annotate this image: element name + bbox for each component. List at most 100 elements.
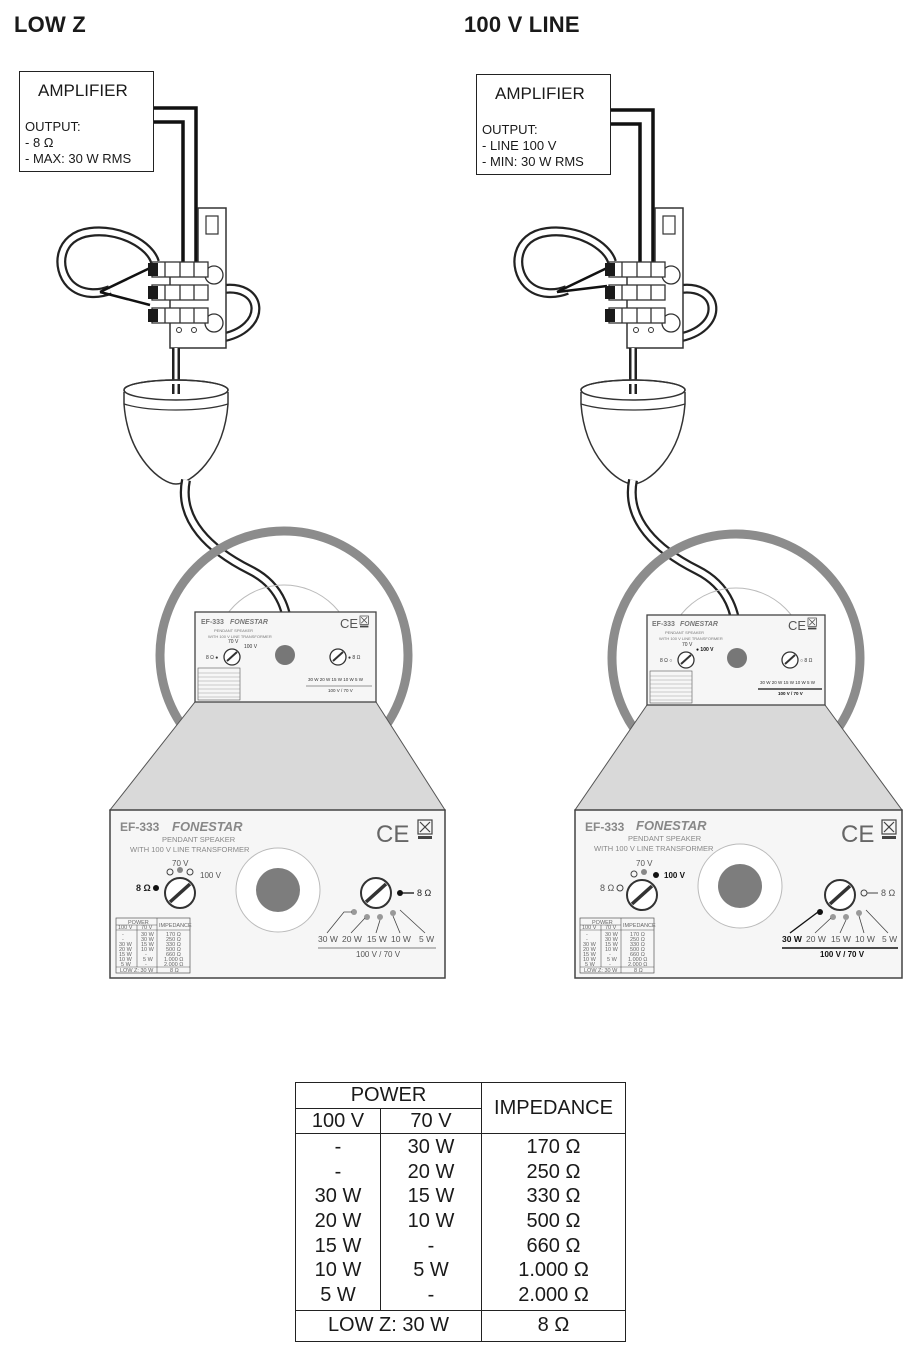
svg-text:EF-333: EF-333 xyxy=(652,621,675,628)
left-large-panel: EF-333 FONESTAR PENDANT SPEAKER WITH 100… xyxy=(115,819,436,974)
svg-text:250 Ω: 250 Ω xyxy=(166,937,181,943)
left-tap-10w: 10 W xyxy=(391,934,411,944)
svg-text:5 W: 5 W xyxy=(121,962,132,968)
left-panel-model: EF-333 xyxy=(120,820,160,834)
svg-text:5 W: 5 W xyxy=(143,957,154,963)
svg-text:15 W: 15 W xyxy=(583,952,597,958)
svg-text:8 Ω: 8 Ω xyxy=(634,968,643,974)
left-panel-ce-mark: CE xyxy=(376,821,409,848)
right-panel-brand: FONESTAR xyxy=(636,818,707,833)
svg-text:2.000 Ω: 2.000 Ω xyxy=(164,962,183,968)
right-large-panel: EF-333 FONESTAR PENDANT SPEAKER WITH 100… xyxy=(579,818,898,974)
svg-text:15 W: 15 W xyxy=(605,942,619,948)
cell-100v: 30 W xyxy=(314,1185,362,1208)
svg-text:WITH 100 V LINE TRANSFORMER: WITH 100 V LINE TRANSFORMER xyxy=(208,634,272,639)
left-panel-desc1: PENDANT SPEAKER xyxy=(162,835,236,844)
svg-text:-: - xyxy=(122,932,124,938)
left-tap-15w: 15 W xyxy=(367,934,387,944)
cell-70v: 15 W xyxy=(407,1185,455,1208)
svg-text:30 W: 30 W xyxy=(141,937,155,943)
svg-text:30 W: 30 W xyxy=(583,942,597,948)
right-mini-table: POWER 100 V 70 V IMPEDANCE - - 30 W 20 W… xyxy=(579,917,656,974)
svg-text:15 W: 15 W xyxy=(119,952,133,958)
right-panel-ce-mark: CE xyxy=(841,821,874,848)
svg-text:70 V: 70 V xyxy=(141,925,153,931)
amplifier-box-low-z: AMPLIFIER OUTPUT: - 8 Ω - MAX: 30 W RMS xyxy=(19,71,154,172)
heading-low-z: LOW Z xyxy=(14,12,86,37)
svg-text:8 Ω ●: 8 Ω ● xyxy=(206,655,218,661)
cell-70v: 30 W xyxy=(407,1136,455,1159)
svg-text:660 Ω: 660 Ω xyxy=(166,952,181,958)
header-power: POWER xyxy=(295,1081,482,1110)
svg-text:30 W: 30 W xyxy=(119,942,133,948)
svg-text:2.000 Ω: 2.000 Ω xyxy=(628,962,647,968)
amplifier-spec-impedance: - 8 Ω xyxy=(25,135,54,150)
svg-text:15 W: 15 W xyxy=(141,942,155,948)
svg-text:POWER: POWER xyxy=(128,920,149,926)
low-z-power-cell: LOW Z: 30 W xyxy=(295,1309,482,1343)
svg-text:FONESTAR: FONESTAR xyxy=(230,619,268,626)
svg-text:250 Ω: 250 Ω xyxy=(630,937,645,943)
cell-impedance: 330 Ω xyxy=(526,1185,581,1208)
svg-text:10 W: 10 W xyxy=(583,957,597,963)
wiring-diagram: EF-333 FONESTAR PENDANT SPEAKER WITH 100… xyxy=(56,106,903,979)
svg-text:LOW Z: 30 W: LOW Z: 30 W xyxy=(120,968,154,974)
cell-70v: - xyxy=(427,1283,435,1306)
cell-impedance: 170 Ω xyxy=(526,1136,581,1159)
svg-text:30 W 20 W 15 W 10 W 5 W: 30 W 20 W 15 W 10 W 5 W xyxy=(308,677,364,682)
right-panel-desc1: PENDANT SPEAKER xyxy=(628,834,702,843)
svg-text:FONESTAR: FONESTAR xyxy=(680,621,718,628)
svg-text:8 Ω: 8 Ω xyxy=(170,968,179,974)
svg-text:10 W: 10 W xyxy=(141,947,155,953)
cell-impedance: 250 Ω xyxy=(526,1160,581,1183)
svg-text:30 W: 30 W xyxy=(605,932,619,938)
amplifier-spec-line: - LINE 100 V xyxy=(482,138,557,153)
svg-text:70 V: 70 V xyxy=(228,639,239,645)
svg-text:IMPEDANCE: IMPEDANCE xyxy=(623,923,656,929)
left-panel-desc2: WITH 100 V LINE TRANSFORMER xyxy=(130,845,250,854)
cell-impedance: 2.000 Ω xyxy=(518,1283,589,1306)
svg-text:330 Ω: 330 Ω xyxy=(166,942,181,948)
svg-text:500 Ω: 500 Ω xyxy=(630,947,645,953)
svg-text:5 W: 5 W xyxy=(585,962,596,968)
svg-text:30 W 20 W 15 W 10 W 5 W: 30 W 20 W 15 W 10 W 5 W xyxy=(760,680,816,685)
svg-text:70 V: 70 V xyxy=(605,925,617,931)
svg-text:500 Ω: 500 Ω xyxy=(166,947,181,953)
svg-text:-: - xyxy=(145,952,147,958)
left-sel1-right: 100 V xyxy=(200,871,222,880)
svg-text:EF-333: EF-333 xyxy=(201,619,224,626)
svg-text:● 8 Ω: ● 8 Ω xyxy=(348,655,361,661)
svg-text:-: - xyxy=(586,937,588,943)
right-tap-10w: 10 W xyxy=(855,934,875,944)
column-100v: - - 30 W 20 W 15 W 10 W 5 W xyxy=(295,1133,381,1311)
right-line-label: 100 V / 70 V xyxy=(820,950,865,959)
svg-text:PENDANT SPEAKER: PENDANT SPEAKER xyxy=(665,630,704,635)
cell-impedance: 660 Ω xyxy=(526,1234,581,1257)
svg-text:100 V / 70 V: 100 V / 70 V xyxy=(328,688,353,693)
svg-text:1.000 Ω: 1.000 Ω xyxy=(628,957,647,963)
svg-text:● 100 V: ● 100 V xyxy=(696,647,714,653)
svg-text:100 V: 100 V xyxy=(118,925,133,931)
cell-100v: 10 W xyxy=(314,1259,362,1282)
svg-text:170 Ω: 170 Ω xyxy=(630,932,645,938)
left-panel-brand: FONESTAR xyxy=(172,819,243,834)
cell-70v: 20 W xyxy=(407,1160,455,1183)
amplifier-box-100v-line: AMPLIFIER OUTPUT: - LINE 100 V - MIN: 30… xyxy=(476,74,611,175)
svg-text:CE: CE xyxy=(340,616,358,631)
left-sel1-top: 70 V xyxy=(172,859,189,868)
svg-text:100 V / 70 V: 100 V / 70 V xyxy=(778,691,803,696)
left-line-label: 100 V / 70 V xyxy=(356,950,401,959)
amplifier-spec-power: - MIN: 30 W RMS xyxy=(482,154,584,169)
left-mini-table: POWER 100 V 70 V IMPEDANCE - - 30 W 20 W… xyxy=(115,917,192,974)
cell-70v: 5 W xyxy=(413,1259,449,1282)
cell-100v: 20 W xyxy=(314,1209,362,1232)
svg-text:-: - xyxy=(122,937,124,943)
svg-text:-: - xyxy=(145,962,147,968)
cell-100v: 5 W xyxy=(320,1283,356,1306)
cell-70v: 10 W xyxy=(407,1209,455,1232)
amplifier-title: AMPLIFIER xyxy=(495,84,585,103)
svg-text:POWER: POWER xyxy=(592,920,613,926)
svg-text:1.000 Ω: 1.000 Ω xyxy=(164,957,183,963)
right-sel2-right: 8 Ω xyxy=(881,888,896,898)
svg-text:-: - xyxy=(609,952,611,958)
